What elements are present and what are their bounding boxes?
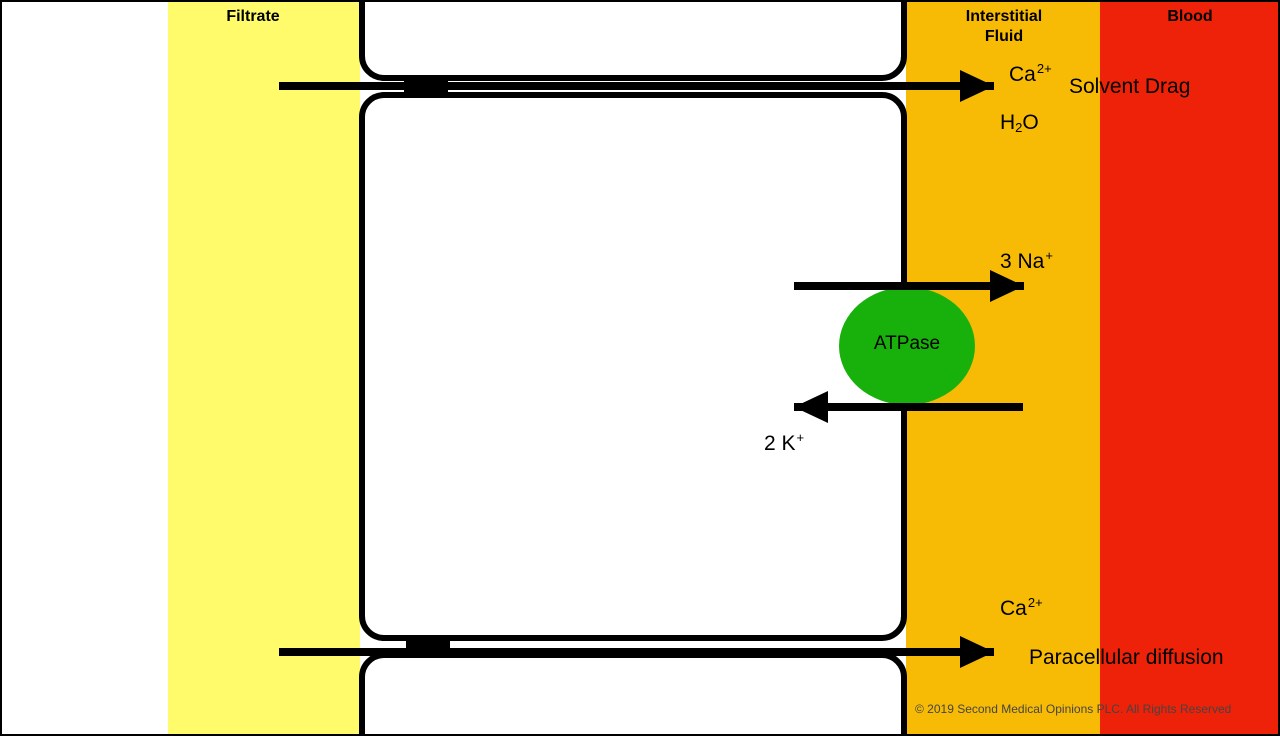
lower-cell (359, 652, 907, 736)
calcium-label-bottom-base: Ca (1000, 597, 1027, 620)
calcium-label-top-base: Ca (1009, 63, 1036, 86)
potassium-label-base: 2 K (764, 432, 796, 455)
interstitial-header-line2: Fluid (984, 28, 1024, 45)
filtrate-region (168, 0, 360, 736)
water-label-o: O (1022, 111, 1039, 134)
calcium-label-top: Ca2+ (1009, 61, 1052, 87)
copyright-notice: © 2019 Second Medical Opinions PLC. All … (915, 702, 1232, 716)
main-cell (359, 92, 907, 641)
sodium-label-base: 3 Na (1000, 250, 1045, 273)
paracellular-label: Paracellular diffusion (1029, 646, 1224, 669)
atpase-label: ATPase (873, 333, 941, 354)
interstitial-header-line1: Interstitial (965, 8, 1043, 25)
calcium-label-top-charge: 2+ (1036, 61, 1052, 76)
blood-region (1100, 0, 1280, 736)
sodium-label: 3 Na+ (1000, 248, 1053, 274)
filtrate-header: Filtrate (226, 8, 280, 25)
water-label-subscript: 2 (1015, 120, 1023, 135)
sodium-label-charge: + (1045, 248, 1053, 263)
calcium-label-bottom: Ca2+ (1000, 595, 1043, 621)
potassium-label: 2 K+ (764, 430, 805, 456)
water-label: H2O (1000, 111, 1039, 135)
solvent-drag-label: Solvent Drag (1069, 75, 1191, 98)
atpase-pump (839, 287, 975, 405)
interstitial-header: Interstitial Fluid (930, 7, 1078, 47)
upper-cell (359, 0, 907, 81)
water-label-h: H (1000, 111, 1016, 134)
calcium-label-bottom-charge: 2+ (1027, 595, 1043, 610)
blood-header: Blood (1167, 8, 1213, 25)
potassium-label-charge: + (796, 430, 805, 445)
